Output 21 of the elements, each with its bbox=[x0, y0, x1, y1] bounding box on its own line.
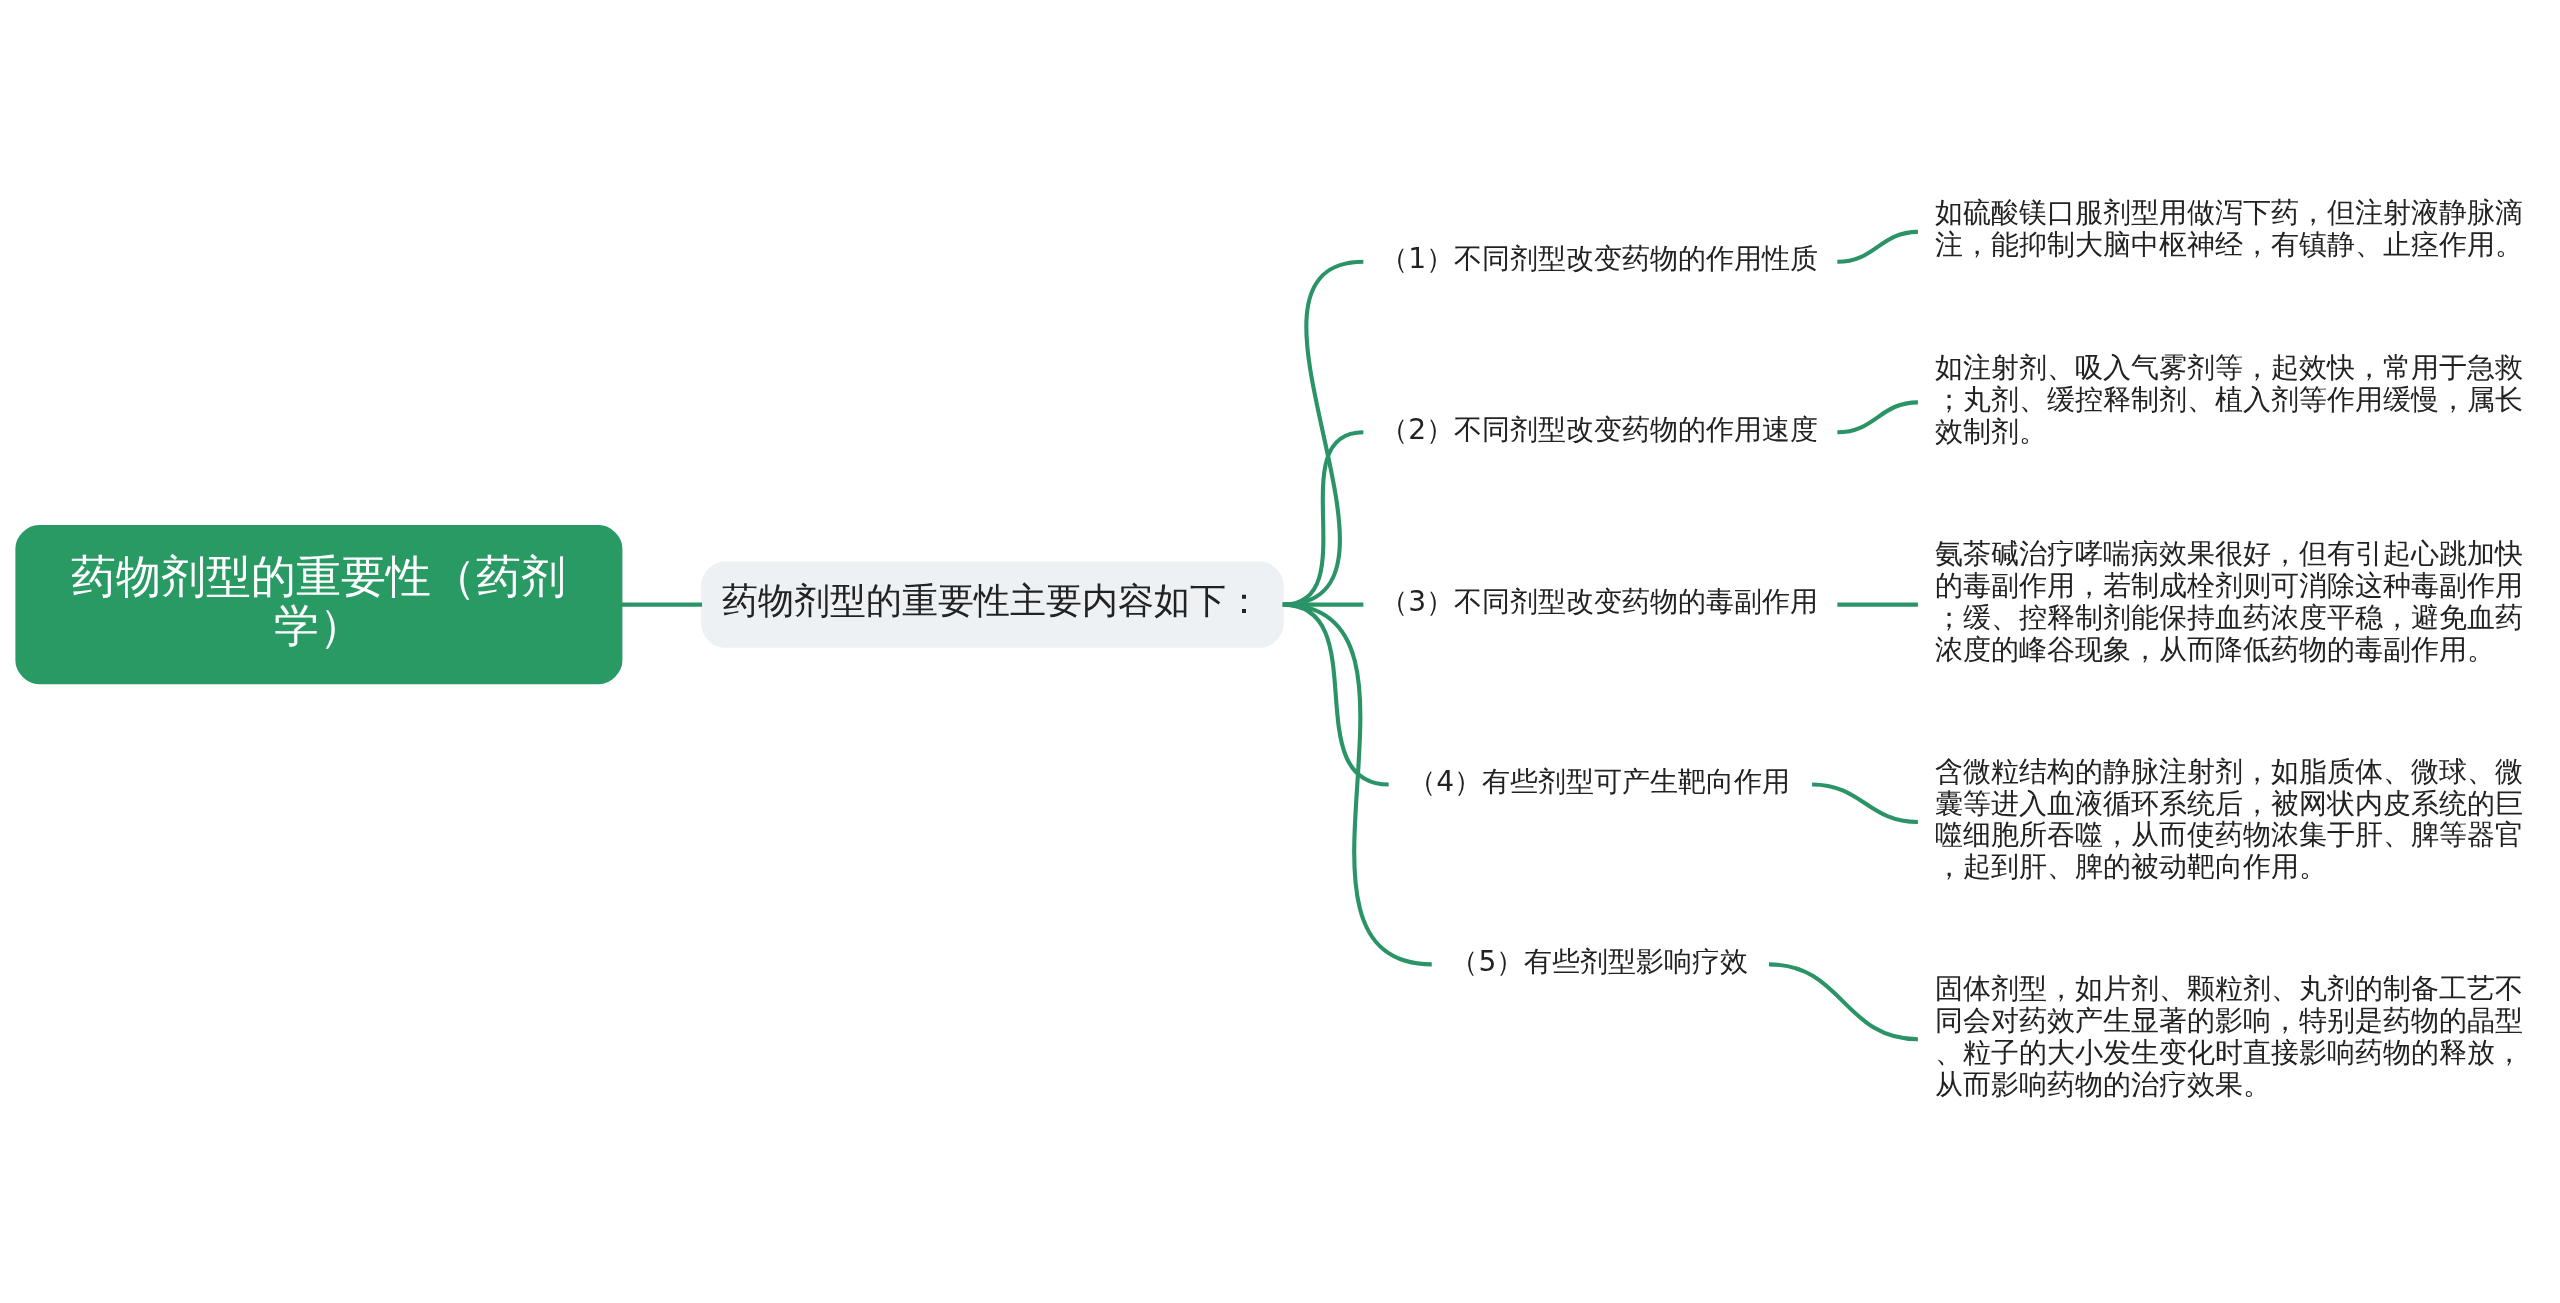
connector bbox=[1837, 400, 1919, 435]
node-text: 如注射剂、吸入气雾剂等，起效快，常用于急救；丸剂、缓控释制剂、植入剂等作用缓慢，属长效制剂。 bbox=[1934, 351, 2523, 448]
node-text: 固体剂型，如片剂、颗粒剂、丸剂的制备工艺不同会对药效产生显著的影响，特别是药物的晶型、粒子的大小发生变化时直接影响药物的释放，从而影响药物的治疗效果。 bbox=[1934, 972, 2523, 1101]
connector bbox=[1811, 782, 1919, 825]
node-text: 如硫酸镁口服剂型用做泻下药，但注射液静脉滴注，能抑制大脑中枢神经，有镇静、止痉作用。 bbox=[1934, 196, 2523, 262]
node-text: （3）不同剂型改变药物的毒副作用 bbox=[1380, 585, 1819, 619]
node-text: （2）不同剂型改变药物的作用速度 bbox=[1380, 412, 1819, 446]
node-text: （5）有些剂型影响疗效 bbox=[1450, 944, 1749, 978]
node-text: 氨茶碱治疗哮喘病效果很好，但有引起心跳加快的毒副作用，若制成栓剂则可消除这种毒副作用；缓、控释制剂能保持血药浓度平稳，避免血药浓度的峰谷现象，从而降低药物的毒副作用。 bbox=[1934, 537, 2523, 666]
connector bbox=[1282, 259, 1364, 607]
node-text: 含微粒结构的静脉注射剂，如脂质体、微球、微囊等进入血液循环系统后，被网状内皮系统的巨噬细胞所吞噬，从而使药物浓集于肝、脾等器官，起到肝、脾的被动靶向作用。 bbox=[1934, 754, 2523, 884]
connector bbox=[1282, 602, 1433, 967]
node-box: 药物剂型的重要性（药剂学） bbox=[15, 525, 623, 685]
node-text: （1）不同剂型改变药物的作用性质 bbox=[1380, 242, 1819, 276]
connector bbox=[1837, 229, 1919, 264]
connector bbox=[1837, 602, 1918, 607]
node-text: （4）有些剂型可产生靶向作用 bbox=[1408, 765, 1791, 799]
connector bbox=[1768, 962, 1919, 1042]
connector bbox=[1282, 430, 1364, 607]
connector bbox=[621, 602, 703, 607]
node-box: 药物剂型的重要性主要内容如下： bbox=[701, 561, 1284, 648]
